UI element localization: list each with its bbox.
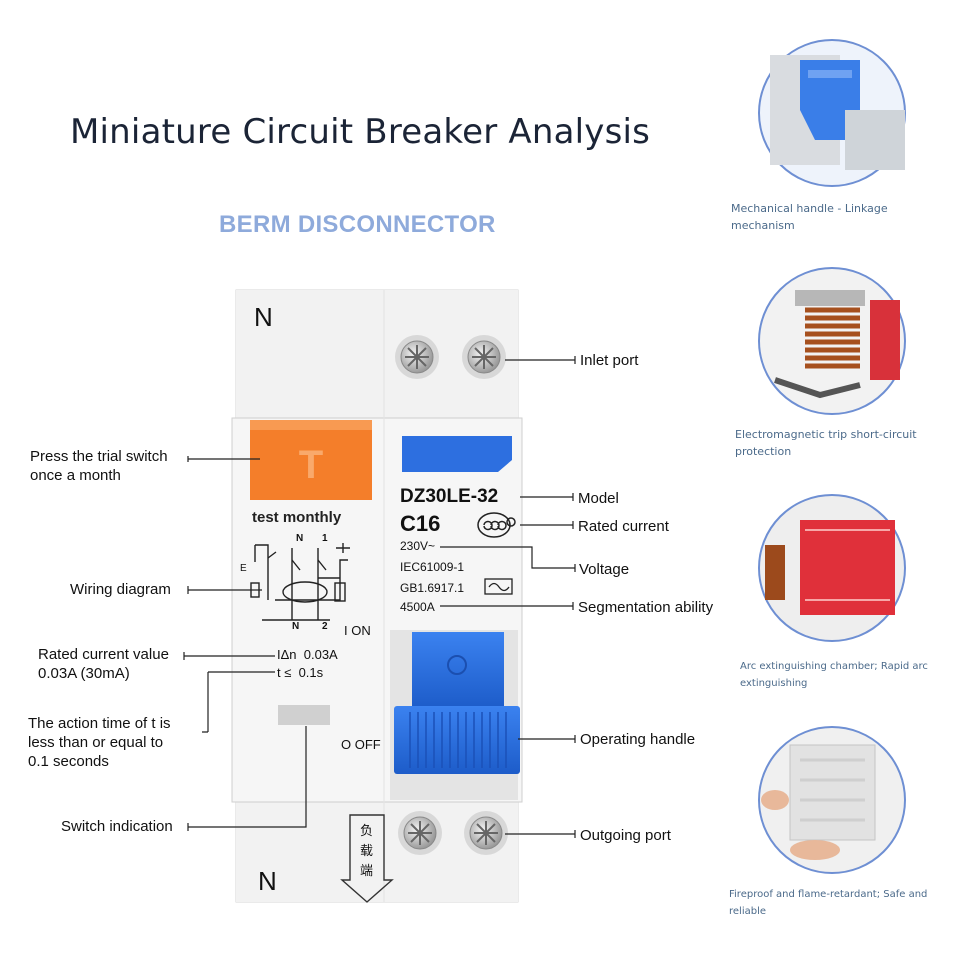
standard2-text: GB1.6917.1 [400, 581, 465, 595]
off-label: O OFF [341, 737, 381, 752]
operating-handle-graphic [390, 630, 520, 800]
page-title: Miniature Circuit Breaker Analysis [70, 112, 651, 152]
model-text: DZ30LE-32 [400, 486, 499, 507]
terminal-top-label: N [254, 302, 273, 332]
label-model: Model [578, 490, 619, 507]
label-voltage: Voltage [579, 561, 630, 578]
label-segmentation: Segmentation ability [578, 599, 714, 616]
terminal-bottom-label: N [258, 866, 277, 896]
feature-circle-2 [758, 267, 906, 415]
inlet-screw-1 [395, 335, 439, 379]
feature-caption-3: Arc extinguishing chamber; Rapid arc ext… [740, 658, 955, 692]
wiring-1-top-label: 1 [322, 533, 328, 544]
label-rated-current: Rated current [578, 518, 669, 535]
feature-circle-3 [758, 494, 906, 642]
wiring-e-label: E [240, 563, 247, 574]
label-rated-current-value-line1: Rated current value [38, 646, 169, 663]
feature-caption-1-line1: Mechanical handle - Linkage [731, 202, 888, 215]
label-action-time-line2: less than or equal to [28, 734, 164, 751]
left-leader-lines [183, 456, 307, 831]
test-button: T [250, 420, 372, 500]
load-arrow-icon [340, 814, 394, 903]
feature-caption-2-line1: Electromagnetic trip short-circuit [735, 428, 917, 441]
outgoing-screw-2 [464, 811, 508, 855]
label-wiring-diagram: Wiring diagram [70, 581, 171, 598]
load-char-1: 负 [360, 823, 374, 838]
standard1-text: IEC61009-1 [400, 560, 465, 574]
wiring-2-bottom-label: 2 [322, 621, 328, 632]
feature-circle-4 [758, 726, 906, 874]
wiring-diagram-graphic [250, 543, 350, 621]
switch-indicator-window [278, 705, 330, 725]
label-action-time-line1: The action time of t is [28, 715, 171, 732]
label-trial-switch: Press the trial switch once a month [30, 447, 168, 485]
on-label: I ON [344, 623, 371, 638]
feature-caption-4-line2: reliable [729, 906, 767, 917]
label-rated-current-value-line2: 0.03A (30mA) [38, 665, 130, 682]
capacity-text: 4500A [400, 600, 435, 614]
breaker-body [231, 289, 523, 903]
label-action-time: The action time of t is less than or equ… [28, 714, 171, 771]
brand-plate [402, 436, 512, 472]
wiring-n-top-label: N [296, 533, 304, 544]
rating-text: C16 [400, 511, 441, 536]
wiring-n-bottom-label: N [292, 621, 300, 632]
feature-caption-4: Fireproof and flame-retardant; Safe and … [729, 886, 954, 920]
feature-caption-2: Electromagnetic trip short-circuit prote… [735, 426, 950, 460]
test-button-letter: T [299, 443, 323, 487]
right-leader-lines [440, 356, 576, 838]
label-operating-handle: Operating handle [580, 731, 696, 748]
inlet-screw-2 [462, 335, 506, 379]
feature-caption-2-line2: protection [735, 445, 792, 458]
label-trial-switch-line2: once a month [30, 467, 121, 484]
ac-symbol-icon [484, 578, 513, 595]
label-switch-indication: Switch indication [61, 818, 173, 835]
feature-circle-1 [758, 39, 906, 187]
feature-caption-4-line1: Fireproof and flame-retardant; Safe and [729, 889, 928, 900]
feature-caption-1: Mechanical handle - Linkage mechanism [731, 200, 941, 234]
label-inlet-port: Inlet port [580, 352, 639, 369]
residual-current-text: IΔn 0.03A [277, 647, 338, 662]
label-trial-switch-line1: Press the trial switch [30, 448, 168, 465]
ccc-mark-icon [477, 512, 516, 538]
feature-caption-1-line2: mechanism [731, 219, 795, 232]
feature-caption-3-line2: extinguishing [740, 678, 808, 689]
load-char-3: 端 [360, 863, 374, 878]
label-outgoing-port: Outgoing port [580, 827, 671, 844]
trip-time-text: t ≤ 0.1s [277, 665, 324, 680]
feature-caption-3-line1: Arc extinguishing chamber; Rapid arc [740, 661, 928, 672]
load-char-2: 载 [360, 843, 374, 858]
voltage-text: 230V~ [400, 539, 436, 553]
label-rated-current-value: Rated current value 0.03A (30mA) [38, 645, 169, 683]
outgoing-screw-1 [398, 811, 442, 855]
brand-label: BERM DISCONNECTOR [219, 211, 496, 238]
label-action-time-line3: 0.1 seconds [28, 753, 109, 770]
test-monthly-label: test monthly [252, 509, 342, 526]
